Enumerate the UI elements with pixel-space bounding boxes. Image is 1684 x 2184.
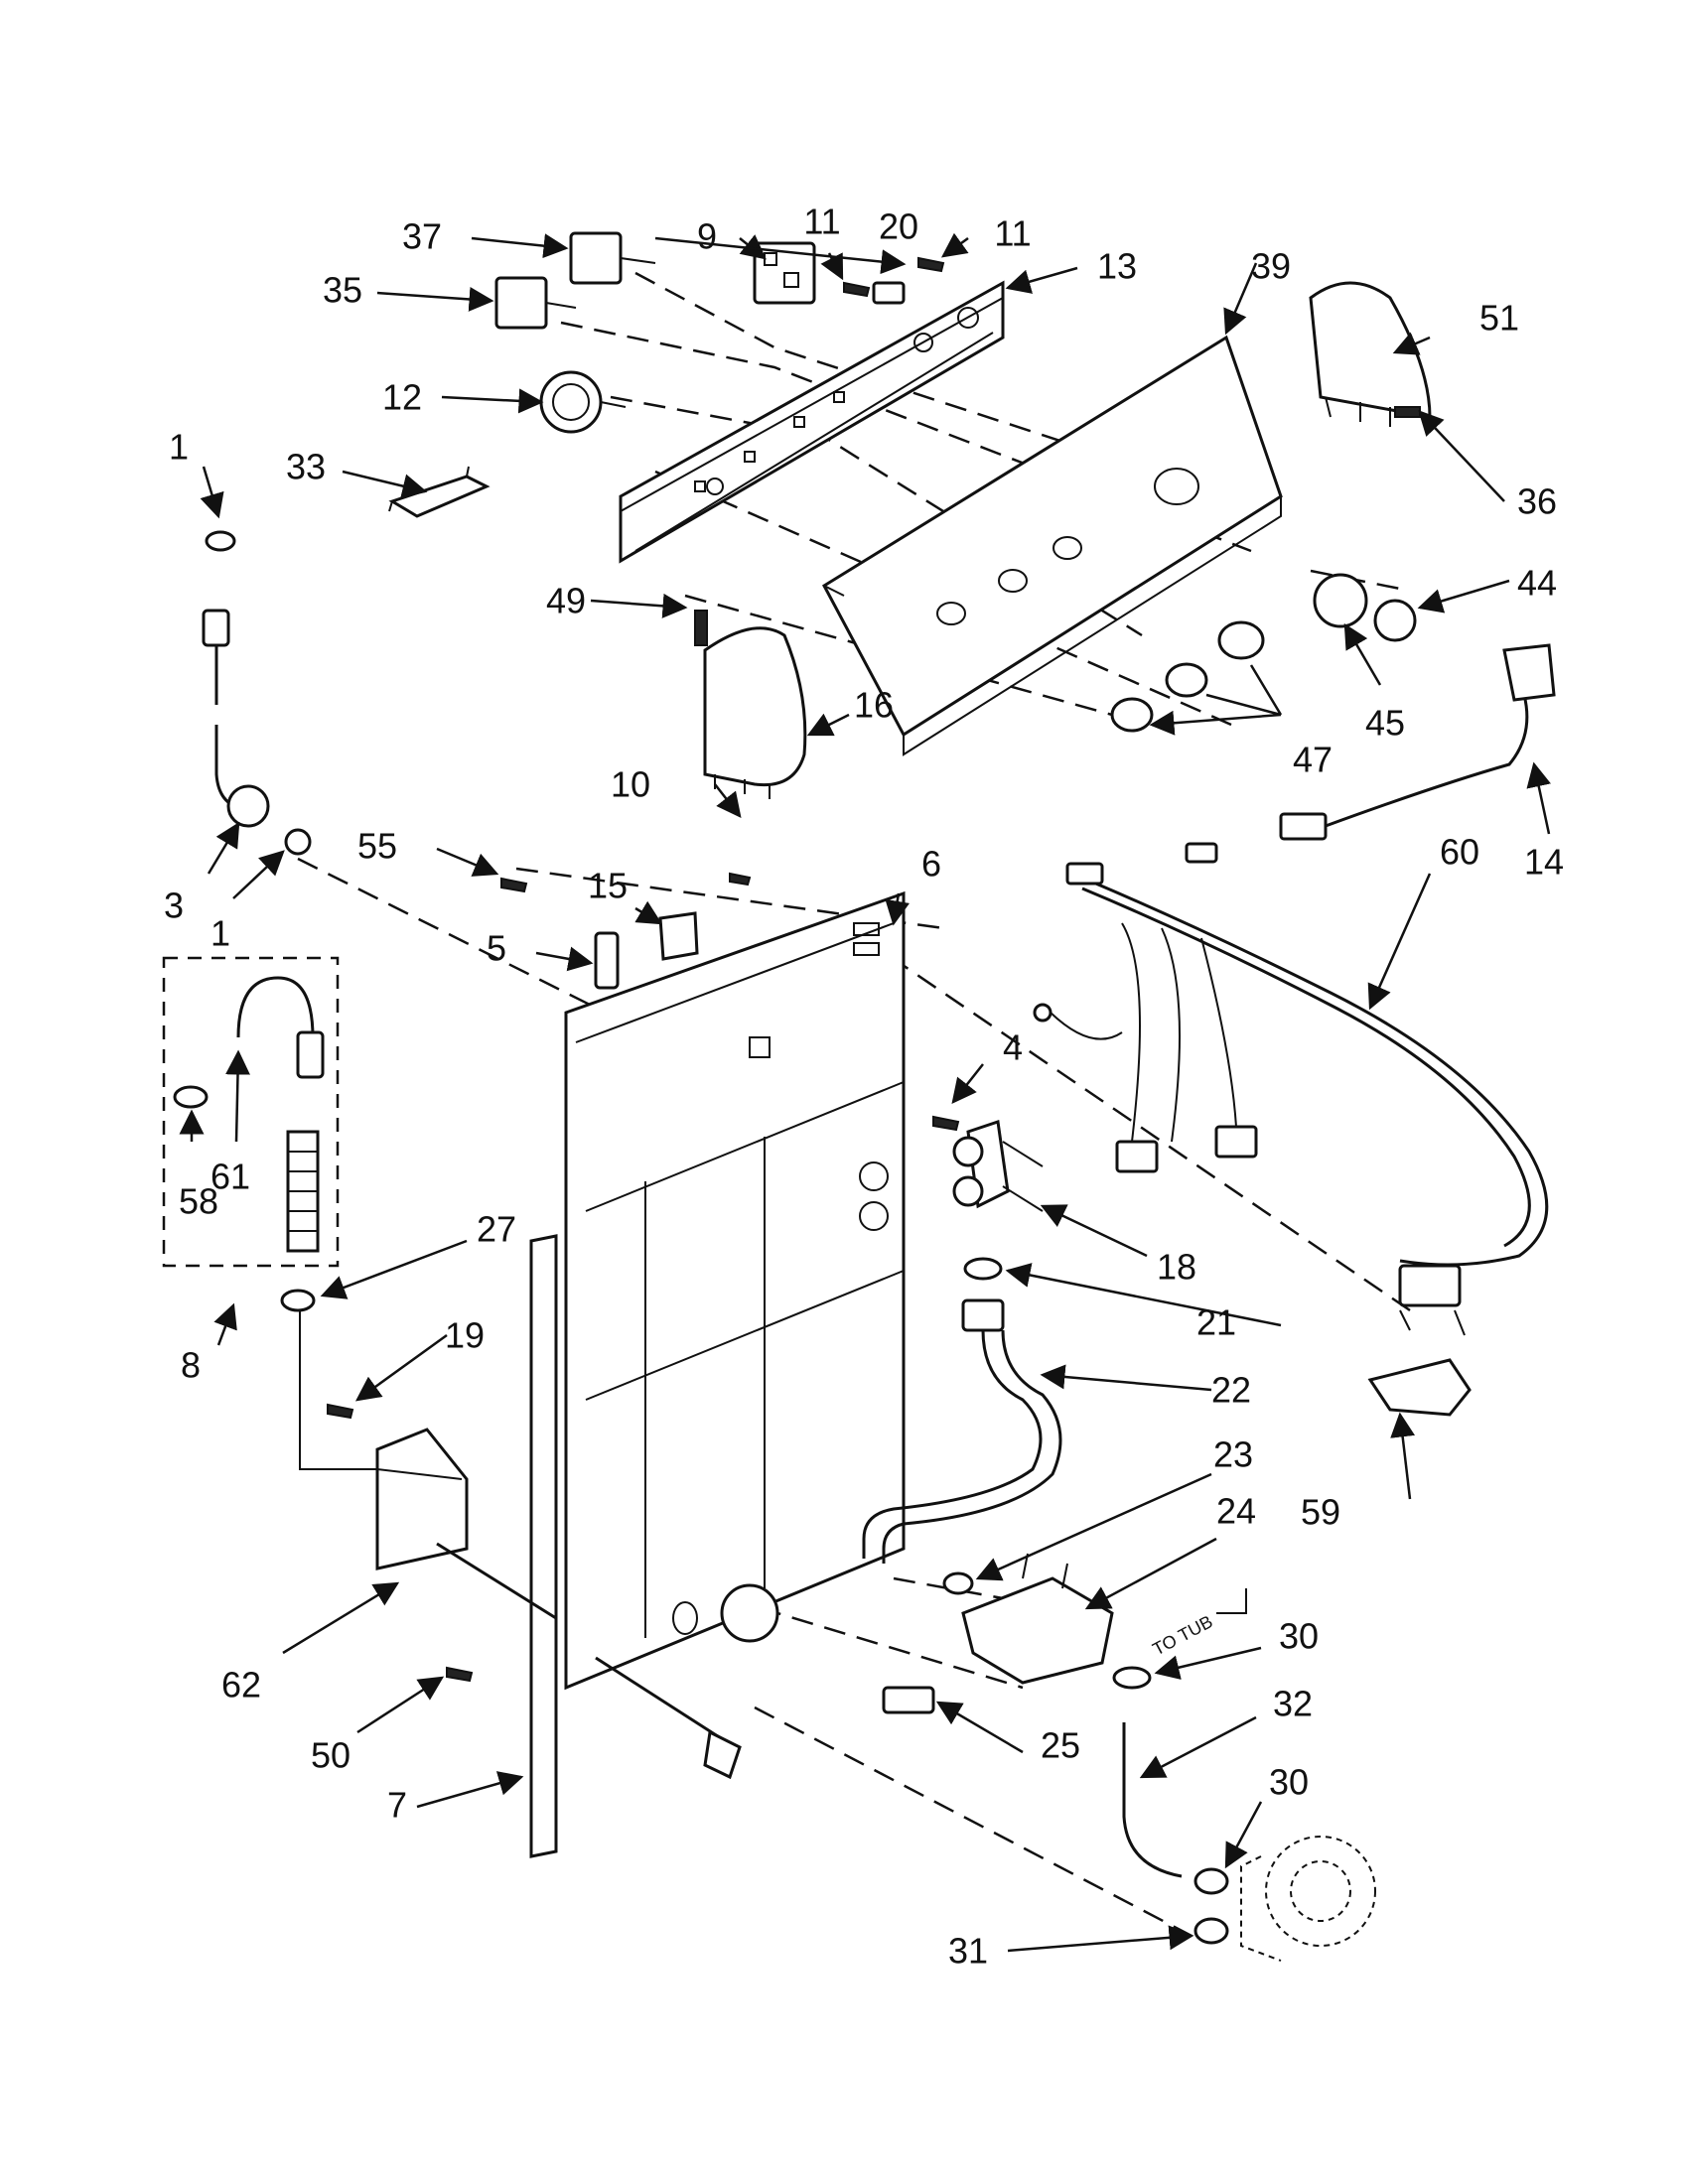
callout-16: 16 <box>854 685 894 726</box>
callout-9: 9 <box>697 216 717 257</box>
callout-10: 10 <box>611 764 650 805</box>
callout-32: 32 <box>1273 1684 1313 1724</box>
callout-13: 13 <box>1097 246 1137 287</box>
callout-51: 51 <box>1479 298 1519 339</box>
console-rear-panel <box>619 280 1005 564</box>
callout-4: 4 <box>1003 1027 1023 1068</box>
callout-35: 35 <box>323 270 362 311</box>
fill-hose-22 <box>862 1257 1062 1595</box>
callout-5: 5 <box>487 928 506 969</box>
console-switches <box>494 231 816 434</box>
side-trim-7 <box>529 1234 558 1858</box>
callout-36: 36 <box>1517 481 1557 522</box>
callout-59: 59 <box>1301 1492 1340 1533</box>
callout-30-lower: 30 <box>1269 1762 1309 1803</box>
callout-21: 21 <box>1196 1302 1236 1343</box>
callout-33: 33 <box>286 447 326 487</box>
callout-39: 39 <box>1251 246 1291 287</box>
callout-24: 24 <box>1216 1491 1256 1532</box>
callout-7: 7 <box>387 1785 407 1826</box>
console-screws <box>843 256 945 305</box>
callout-37: 37 <box>402 216 442 257</box>
clips-5-15 <box>594 911 699 990</box>
callout-20: 20 <box>879 206 918 247</box>
callout-1-top: 1 <box>169 427 189 468</box>
bracket-24 <box>961 1553 1114 1685</box>
callout-49: 49 <box>546 581 586 621</box>
callout-44: 44 <box>1517 563 1557 604</box>
callout-22: 22 <box>1211 1370 1251 1411</box>
water-valve-18 <box>952 1120 1044 1212</box>
callout-60: 60 <box>1440 832 1479 873</box>
callout-58: 58 <box>179 1181 218 1222</box>
to-tub-note: TO TUB <box>1149 1611 1215 1659</box>
drain-hose-kit-8 <box>162 956 340 1268</box>
callout-23: 23 <box>1213 1434 1253 1475</box>
callout-14: 14 <box>1524 842 1564 883</box>
callout-6: 6 <box>921 844 941 885</box>
callout-8: 8 <box>181 1345 201 1386</box>
callout-27: 27 <box>477 1209 516 1250</box>
callout-62: 62 <box>221 1665 261 1706</box>
callout-31: 31 <box>948 1931 988 1972</box>
callout-47: 47 <box>1293 740 1333 780</box>
callout-11-right: 11 <box>994 213 1031 254</box>
clamp-27 <box>280 1289 316 1312</box>
console-front-panel <box>822 335 1283 756</box>
callout-15: 15 <box>588 866 628 906</box>
wire-harness-60 <box>1033 643 1556 1336</box>
console-end-cap-left <box>703 626 807 799</box>
cover-59 <box>1367 1358 1472 1417</box>
leader-arrows <box>179 232 1551 1953</box>
callout-61: 61 <box>210 1157 250 1197</box>
console-end-cap-right <box>1309 281 1432 427</box>
inlet-hose-assembly <box>202 530 312 856</box>
clip-25 <box>882 1686 935 1714</box>
callout-11-left: 11 <box>803 202 840 242</box>
callout-50: 50 <box>311 1735 351 1776</box>
pump-hose-32: TO TUB <box>1112 1588 1376 1962</box>
callout-25: 25 <box>1041 1725 1080 1766</box>
callout-labels: 1 1 3 4 5 6 7 8 9 10 11 11 12 13 14 15 1… <box>164 202 1564 1972</box>
callout-1-lower: 1 <box>210 913 230 954</box>
callout-3: 3 <box>164 886 184 926</box>
callout-30-upper: 30 <box>1279 1616 1319 1657</box>
drain-hose-62 <box>375 1428 742 1780</box>
callout-12: 12 <box>382 377 422 418</box>
callout-19: 19 <box>445 1315 485 1356</box>
callout-45: 45 <box>1365 703 1405 744</box>
cabinet-rear-panel <box>564 890 906 1691</box>
callout-55: 55 <box>357 826 397 867</box>
screws <box>327 872 960 1683</box>
callout-18: 18 <box>1157 1247 1196 1288</box>
bracket-33 <box>388 466 491 518</box>
